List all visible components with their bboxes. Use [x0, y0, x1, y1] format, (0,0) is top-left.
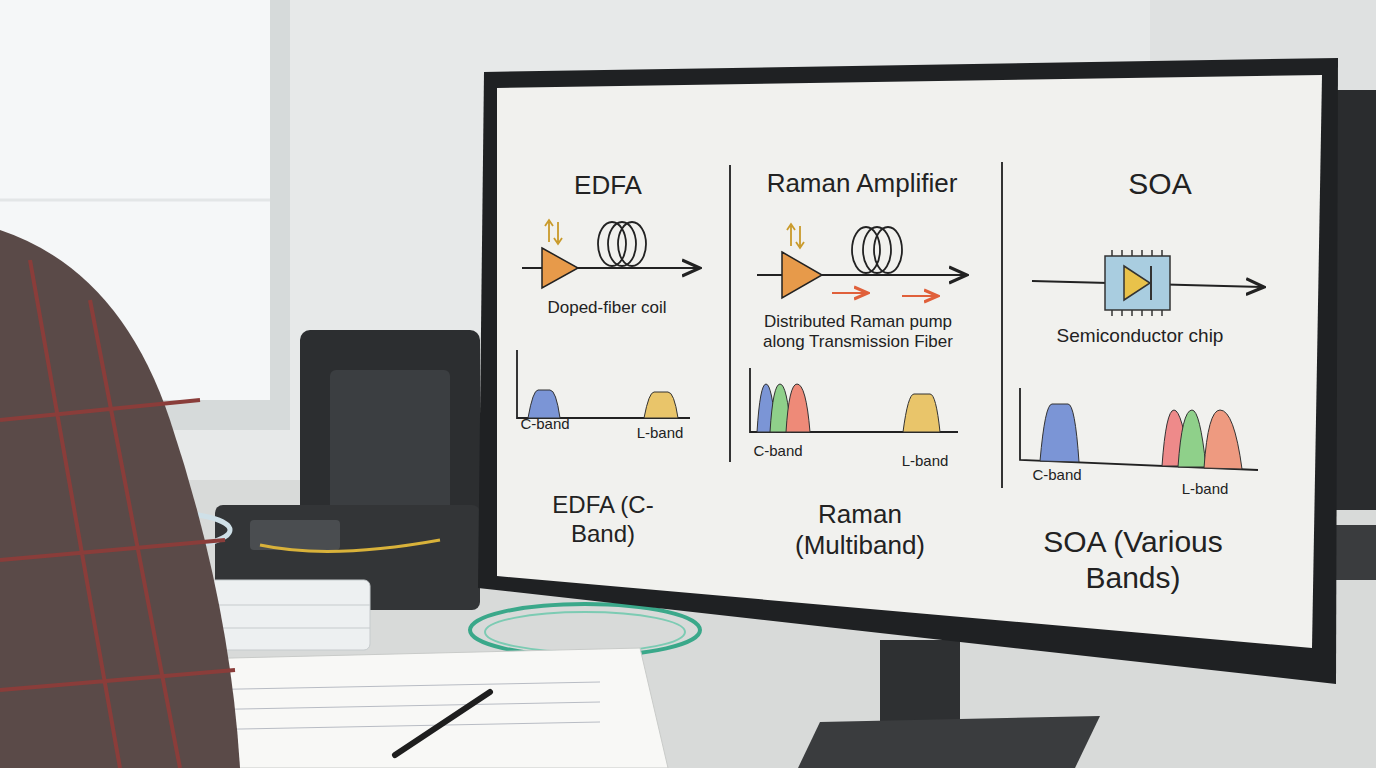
- window-bar: [0, 199, 270, 202]
- notebook-line: [190, 722, 600, 730]
- notebook-line: [190, 702, 600, 710]
- divider: [1001, 162, 1003, 488]
- soa-peak: [1178, 410, 1206, 467]
- spectrum-axis: [1020, 388, 1258, 470]
- amplifier-title: SOA: [1128, 166, 1191, 202]
- amplifier-symbol: [782, 252, 822, 298]
- summary-label: Raman (Multiband): [773, 499, 948, 561]
- monitor-bezel: [478, 58, 1338, 684]
- pen: [395, 692, 490, 755]
- amplifier-title: Raman Amplifier: [767, 168, 958, 199]
- soa-peak: [1204, 410, 1242, 469]
- summary-label: EDFA (C-Band): [538, 491, 668, 549]
- patch-cord: [260, 540, 440, 551]
- notebook-line: [190, 682, 600, 690]
- raman-peak: [786, 384, 810, 432]
- fiber-coil-symbol: [852, 227, 902, 273]
- diode-symbol: [1124, 266, 1150, 300]
- c-band-peak: [528, 390, 560, 418]
- component-label: Semiconductor chip: [1057, 325, 1224, 348]
- band-label: L-band: [1182, 480, 1229, 498]
- band-label: C-band: [753, 442, 802, 460]
- plaid: [0, 260, 235, 768]
- pump-arrows: [787, 224, 804, 248]
- summary-label: SOA (Various Bands): [1013, 524, 1253, 596]
- green-fiber: [485, 612, 685, 652]
- case-lid-inner: [330, 370, 450, 520]
- monitor-base: [798, 716, 1100, 768]
- divider: [729, 165, 731, 462]
- monitor-neck: [880, 640, 960, 725]
- spectrum-axis: [517, 350, 690, 418]
- amplifier-symbol: [542, 248, 578, 288]
- spectrum-axis: [750, 368, 958, 432]
- pump-arrows: [545, 220, 562, 244]
- band-label: L-band: [902, 452, 949, 470]
- c-band-peak: [1040, 404, 1079, 462]
- semiconductor-chip: [1105, 256, 1170, 310]
- green-fiber: [470, 604, 700, 656]
- diode-bar: [1150, 266, 1152, 300]
- amplifier-title: EDFA: [574, 170, 642, 201]
- fiber-coil-symbol: [598, 222, 646, 266]
- screen: [497, 75, 1322, 648]
- component-label: Doped-fiber coil: [547, 298, 666, 318]
- l-band-peak: [903, 394, 940, 432]
- component-label: Distributed Raman pump along Transmissio…: [751, 312, 966, 353]
- l-band-peak: [644, 392, 678, 418]
- band-label: L-band: [637, 424, 684, 442]
- pump-direction: [832, 292, 866, 294]
- band-label: C-band: [520, 415, 569, 433]
- pump-direction: [902, 295, 936, 297]
- person-shoulder: [0, 230, 240, 768]
- band-label: C-band: [1032, 466, 1081, 484]
